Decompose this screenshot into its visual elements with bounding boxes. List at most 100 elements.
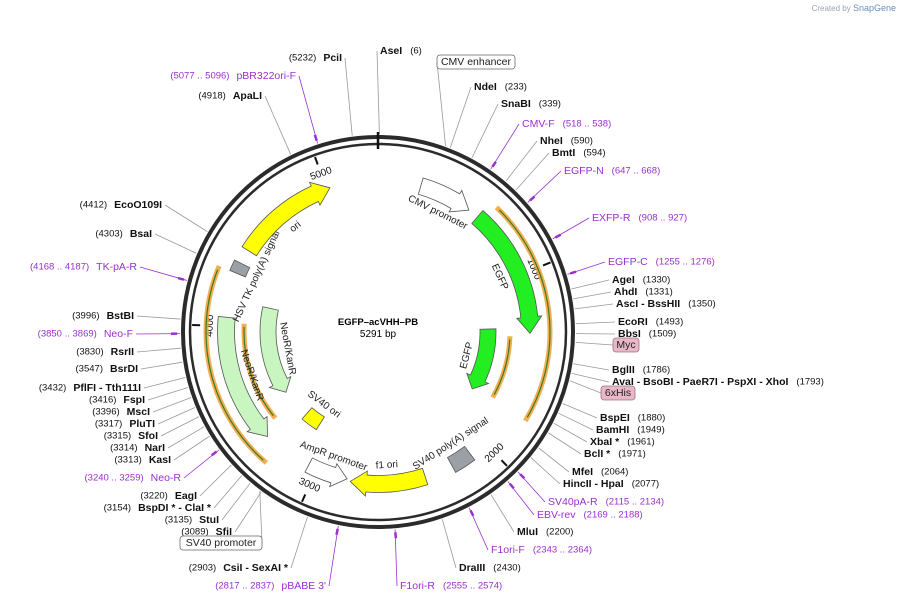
site-position: (590) [571, 136, 593, 147]
site-name: PflFI - Tth111I [73, 382, 141, 394]
site-name: NdeI [474, 81, 497, 93]
primer-name: EGFP-C [608, 256, 648, 268]
site-bsrdi: BsrDI(3547) [76, 363, 139, 375]
feature-label-f1-ori: f1 ori [375, 459, 398, 471]
leader-agei [571, 279, 610, 290]
box-frame [600, 385, 636, 401]
plasmid-name: EGFP–acVHH–PB [338, 317, 418, 328]
feature-ori [241, 181, 331, 257]
site-name: MscI [127, 406, 150, 418]
leader-lines [135, 50, 616, 587]
site-bspdi-clai: BspDI * - ClaI *(3154) [104, 502, 212, 514]
site-position: (6) [410, 46, 422, 57]
box-text: SV40 promoter [186, 537, 257, 549]
feature-sv40-poly-a-signal [446, 445, 476, 473]
leader-pbr322ori-f [298, 75, 318, 144]
tick-mark-5000 [314, 156, 319, 165]
leader-pbabe-3 [328, 525, 339, 587]
site-mlui: MluI(2200) [517, 526, 573, 538]
site-position: (3220) [140, 491, 167, 502]
feature-cmv-promoter [417, 177, 470, 213]
site-bsai: BsaI(4303) [95, 228, 152, 240]
leader-bglii [573, 363, 610, 371]
tick-mark-2000 [500, 459, 508, 467]
site-position: (1509) [649, 329, 676, 340]
primer-position: (4168 .. 4187) [30, 262, 89, 273]
leader-nhei [505, 140, 538, 182]
primer-mark-egfp-n [529, 195, 536, 202]
site-position: (1949) [637, 425, 664, 436]
site-position: (2077) [632, 479, 659, 490]
primer-name: EGFP-N [564, 165, 604, 177]
primer-ebv-rev: EBV-rev(2169 .. 2188) [537, 509, 643, 521]
site-pluti: PluTI(3317) [95, 418, 155, 430]
site-name: BsrDI [110, 363, 138, 375]
site-name: AhdI [614, 286, 637, 298]
site-sfii: SfiI(3089) [181, 526, 232, 538]
primer-mark-f1ori-r [394, 532, 398, 539]
site-xbai: XbaI *(1961) [590, 436, 655, 448]
primer-position: (518 .. 538) [563, 119, 612, 130]
leader-ecori [575, 321, 616, 325]
site-name: BspEI [600, 412, 630, 424]
site-msci: MscI (3396) [92, 406, 150, 418]
primer-position: (908 .. 927) [639, 213, 688, 224]
leader-myc [575, 341, 614, 346]
site-eagi: EagI (3220) [140, 490, 197, 502]
primer-position: (2343 .. 2364) [533, 545, 592, 556]
primer-name: SV40pA-R [548, 496, 598, 508]
tick-label-5000: 5000 [309, 165, 334, 183]
site-name: BstBI [107, 310, 135, 322]
leader-mfei [538, 447, 570, 473]
site-position: (1493) [656, 317, 683, 328]
site-position: (3396) [92, 407, 119, 418]
primer-name: EXFP-R [592, 212, 631, 224]
site-name: FspI [123, 394, 145, 406]
feature-ampr-promoter [304, 457, 348, 488]
site-bstbi: BstBI(3996) [72, 310, 134, 322]
site-avai-bsobi-paer7i-pspxi-xhoi: AvaI - BsoBI - PaeR7I - PspXI - XhoI(179… [612, 376, 824, 388]
site-name: SfiI [216, 526, 232, 538]
leader-rsrii [136, 347, 181, 353]
leader-asei [376, 50, 380, 135]
site-name: AscI - BssHII [616, 298, 680, 310]
leader-bsrdi [140, 361, 183, 370]
site-pcii: PciI(5232) [289, 52, 342, 64]
leader-nari [167, 426, 205, 449]
leader-pflfi-tth111i [143, 377, 186, 389]
site-bglii: BglII(1786) [612, 364, 670, 376]
leader-mlui [490, 494, 515, 533]
site-draiii: DraIII (2430) [459, 562, 521, 574]
site-csii-sexai: CsiI - SexAI *(2903) [189, 562, 289, 574]
site-agei: AgeI(1330) [612, 274, 670, 286]
site-name: BbsI [618, 328, 641, 340]
site-name: XbaI * [590, 436, 620, 448]
site-name: StuI [199, 514, 219, 526]
leader-bspei [562, 403, 598, 419]
box-text: Myc [616, 339, 635, 351]
site-fspi: FspI(3416) [89, 394, 145, 406]
site-position: (2430) [493, 563, 520, 574]
primer-mark-neo-r [210, 450, 218, 457]
primer-f1ori-r: F1ori-R(2555 .. 2574) [400, 580, 502, 592]
site-name: BamHI [596, 424, 629, 436]
site-name: EagI [175, 490, 197, 502]
leader-csii-sexai [290, 516, 308, 569]
leader-bsai [154, 233, 197, 254]
primer-neo-f: Neo-F(3850 .. 3869) [38, 328, 133, 340]
site-mfei: MfeI(2064) [572, 466, 628, 478]
site-nhei: NheI(590) [540, 135, 593, 147]
primer-mark-pbabe-3 [335, 528, 339, 536]
leader-ahdi [573, 291, 612, 300]
credit-prefix: Created by [811, 4, 851, 13]
site-ecoo109i: EcoO109I(4412) [80, 199, 162, 211]
site-position: (4303) [95, 229, 122, 240]
site-name: DraIII [459, 562, 485, 574]
feature-egfp-inner [466, 328, 497, 390]
primer-pbr322ori-f: pBR322ori-F(5077 .. 5096) [170, 70, 296, 82]
site-name: BclI * [584, 448, 611, 460]
primer-mark-cmv-f [491, 161, 497, 168]
primer-name: Neo-F [104, 328, 133, 340]
